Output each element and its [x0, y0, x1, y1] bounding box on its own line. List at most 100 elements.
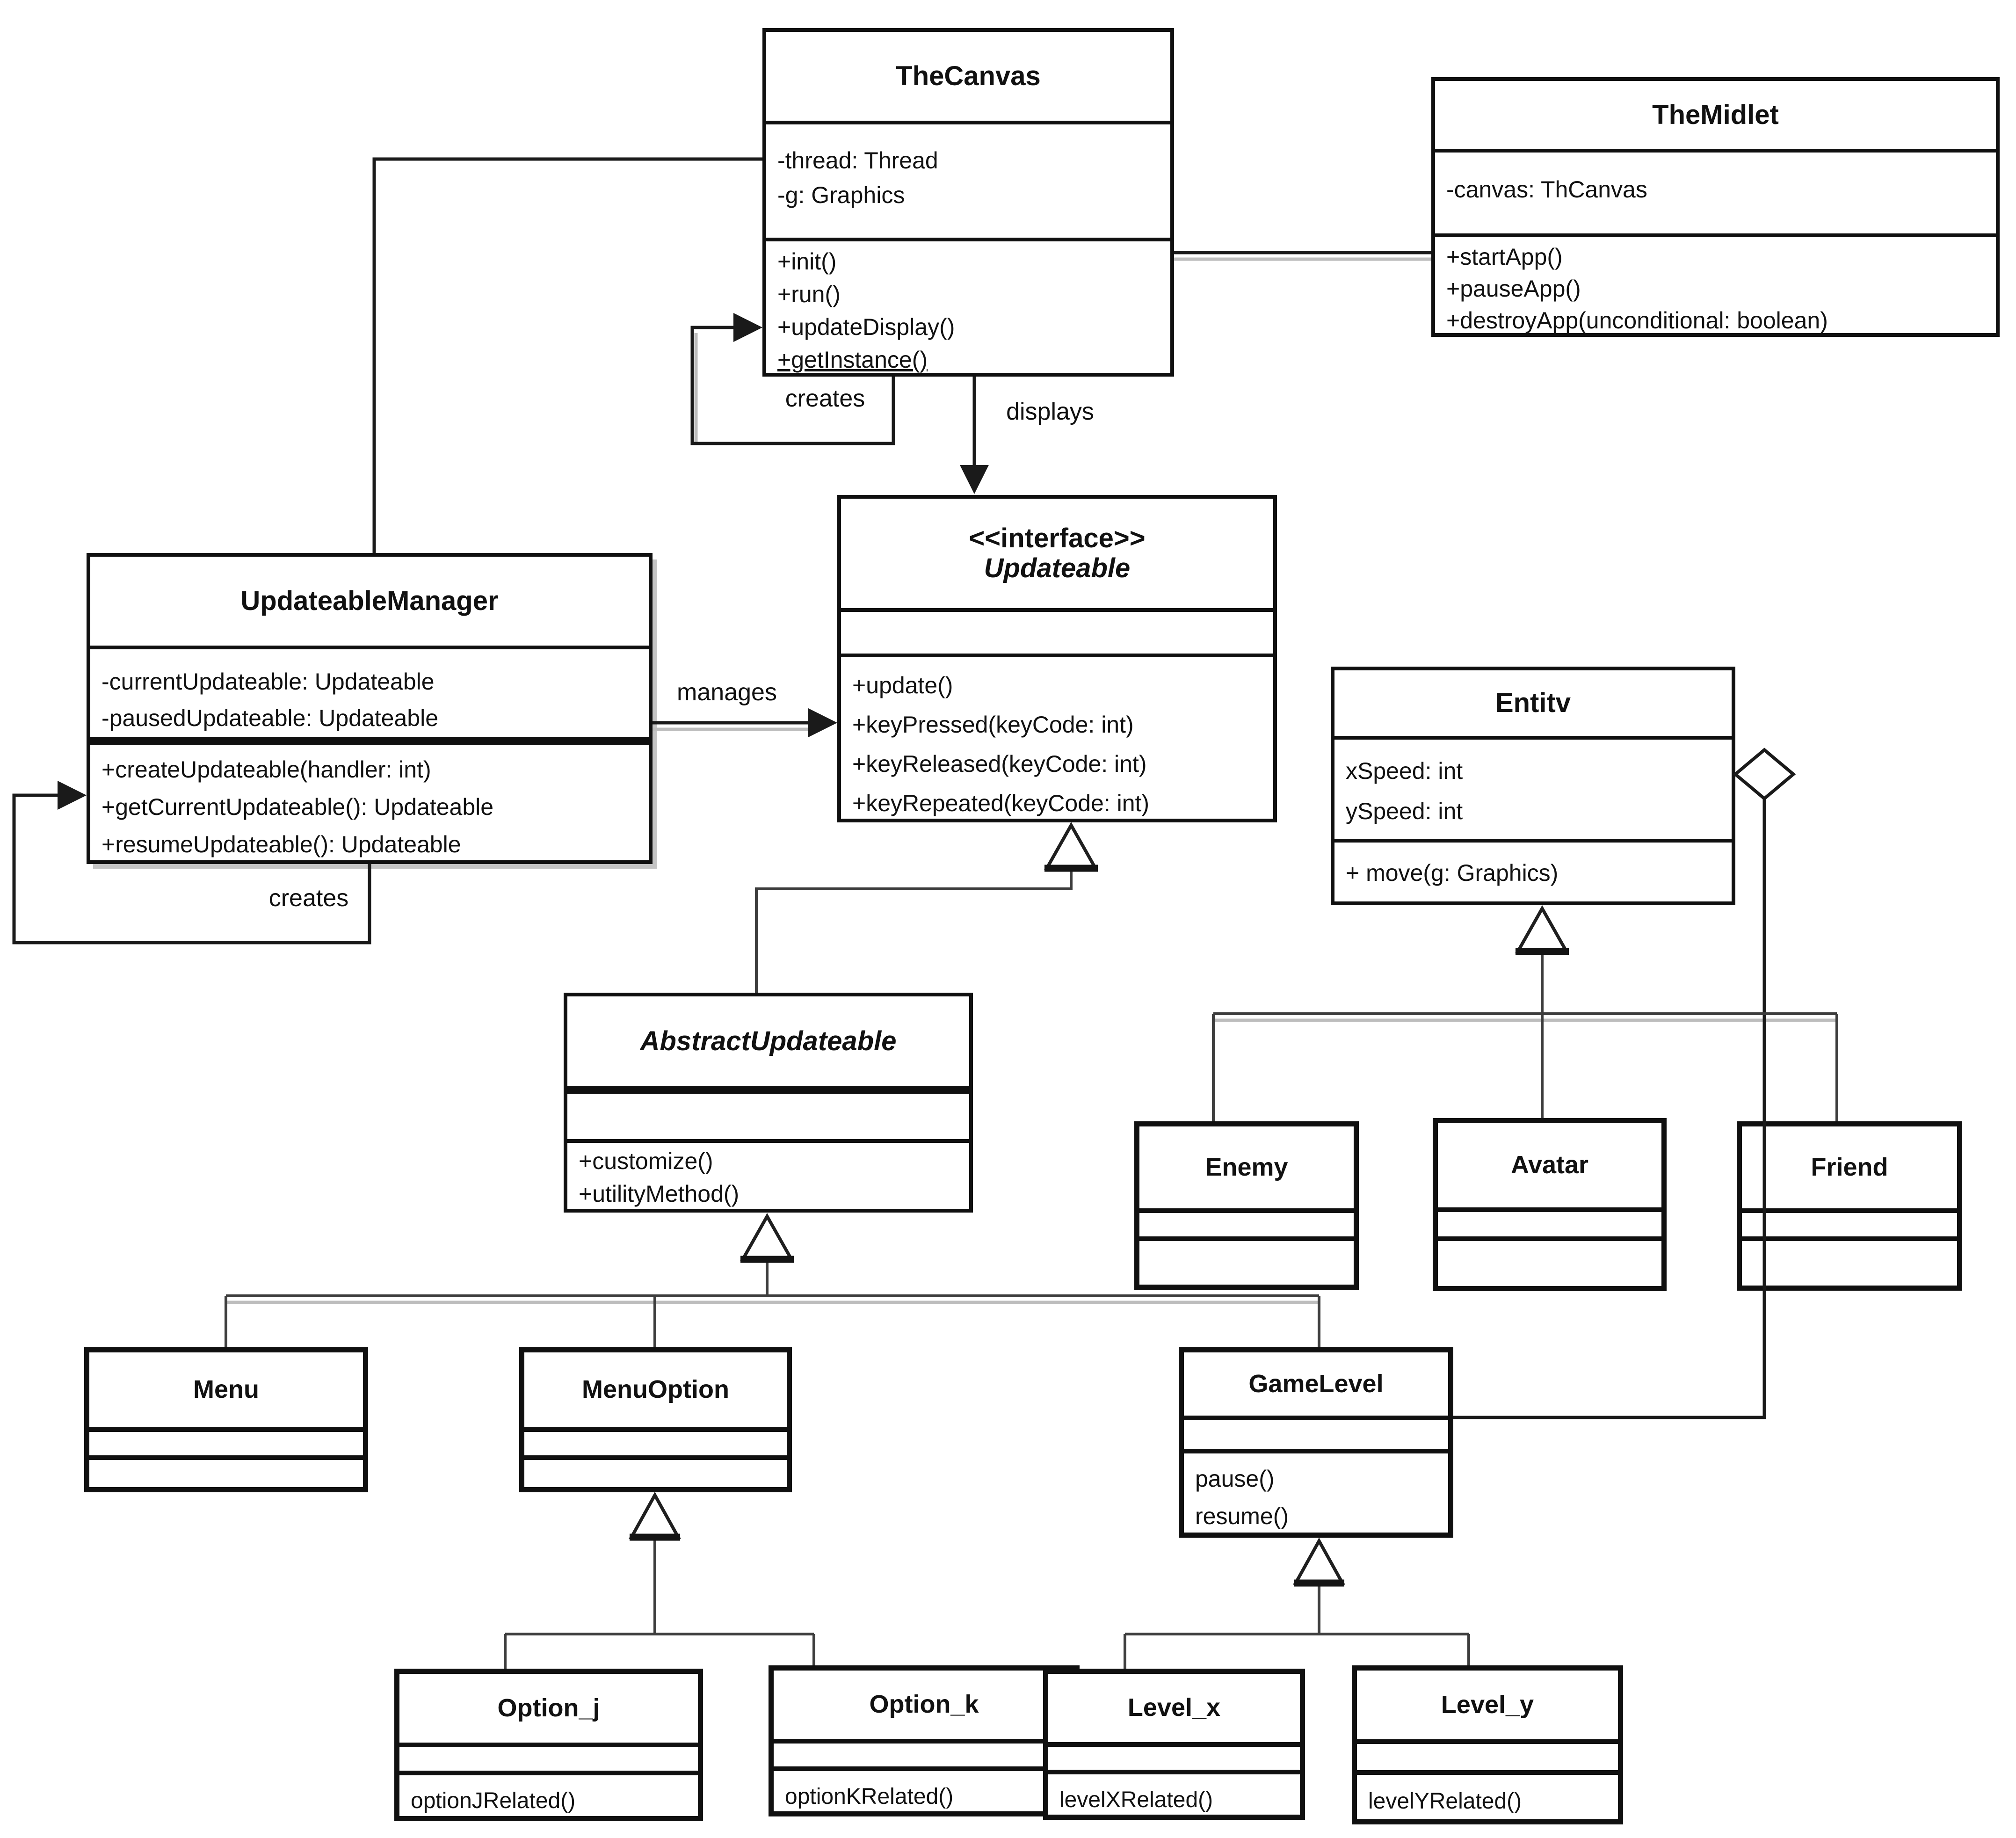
class-name: Updateable [984, 552, 1131, 583]
class-name: Enemy [1205, 1153, 1288, 1181]
class-title: <<interface>>Updateable [841, 499, 1273, 608]
class-theMidlet: TheMidlet-canvas: ThCanvas+startApp()+pa… [1431, 77, 2000, 337]
method-row: +getCurrentUpdateable(): Updateable [102, 794, 494, 821]
class-methods: +createUpdateable(handler: int) +getCurre… [90, 737, 649, 860]
class-attributes [567, 1086, 969, 1139]
method-row: levelYRelated() [1368, 1789, 1522, 1814]
stereotype-label: <<interface>> [969, 523, 1146, 553]
class-methods: optionJRelated() [399, 1771, 698, 1816]
method-row: +update() [852, 672, 953, 699]
edge-gamelevel-children [1124, 1583, 1470, 1669]
arrowhead-canvas-creates [733, 313, 762, 342]
class-title: TheMidlet [1435, 81, 1996, 149]
method-row: +startApp() [1446, 243, 1563, 270]
class-enemy: Enemy [1134, 1121, 1359, 1290]
triangle-gamelevel [1293, 1537, 1345, 1585]
class-title: Friend [1742, 1126, 1957, 1208]
class-attributes [1139, 1208, 1354, 1236]
class-attributes: -thread: Thread -g: Graphics [766, 121, 1170, 238]
class-attributes [774, 1738, 1074, 1767]
class-methods: +init()+run()+updateDisplay()+getInstanc… [766, 237, 1170, 373]
class-title: TheCanvas [766, 32, 1170, 121]
class-title: Menu [89, 1352, 363, 1427]
class-avatar: Avatar [1433, 1118, 1667, 1291]
class-name: AbstractUpdateable [640, 1025, 897, 1056]
class-methods: optionKRelated() [774, 1766, 1074, 1811]
class-theCanvas: TheCanvas -thread: Thread -g: Graphics +ini… [762, 28, 1174, 377]
edge-canvas-manager [372, 157, 762, 553]
method-row: + move(g: Graphics) [1346, 860, 1559, 886]
class-entity: Entitv xSpeed: int ySpeed: int + move(g: Gr… [1331, 667, 1735, 905]
class-attributes [1184, 1416, 1448, 1449]
method-row: +resumeUpdateable(): Updateable [102, 831, 461, 858]
class-updateableManager: UpdateableManager -currentUpdateable: Upd… [87, 553, 653, 864]
class-attributes [399, 1743, 698, 1771]
edge-label-manager-creates: creates [268, 885, 349, 912]
edge-abstract-updateable [755, 868, 1073, 993]
method-row: +keyRepeated(keyCode: int) [852, 790, 1150, 817]
class-attributes [1357, 1739, 1618, 1770]
attribute-row: -canvas: ThCanvas [1446, 176, 1647, 203]
class-title: Level_y [1357, 1671, 1618, 1739]
class-level_y: Level_y levelYRelated() [1352, 1665, 1623, 1824]
edge-menuoption-children [504, 1537, 815, 1669]
triangle-entity [1515, 905, 1569, 953]
class-methods [1742, 1236, 1957, 1286]
class-title: AbstractUpdateable [567, 996, 969, 1086]
class-methods: levelYRelated() [1357, 1770, 1618, 1819]
class-methods [1139, 1236, 1354, 1285]
method-row: +createUpdateable(handler: int) [102, 756, 431, 783]
method-row: +init() [777, 248, 837, 275]
class-attributes: -currentUpdateable: Updateable-pausedUpd… [90, 646, 649, 737]
class-name: Option_j [497, 1693, 600, 1722]
class-attributes [1048, 1742, 1300, 1770]
class-attributes: xSpeed: int ySpeed: int [1334, 736, 1732, 839]
class-methods [1438, 1236, 1661, 1286]
attribute-row: ySpeed: int [1346, 798, 1463, 824]
class-name: Entitv [1495, 688, 1571, 719]
method-row: resume() [1195, 1503, 1289, 1530]
class-title: Level_x [1048, 1674, 1300, 1742]
method-row: +destroyApp(unconditional: boolean) [1446, 307, 1828, 333]
class-methods: + move(g: Graphics) [1334, 839, 1732, 901]
class-menuOption: MenuOption [519, 1347, 792, 1492]
class-name: UpdateableManager [240, 586, 499, 617]
class-name: Friend [1811, 1153, 1888, 1181]
triangle-abstract-updateable [740, 1213, 794, 1261]
class-name: Avatar [1510, 1151, 1589, 1179]
method-row: +keyReleased(keyCode: int) [852, 751, 1147, 777]
triangle-menuoption [629, 1491, 681, 1539]
method-row: +getInstance() [777, 346, 928, 373]
attribute-row: -pausedUpdateable: Updateable [102, 705, 438, 732]
class-attributes [89, 1427, 363, 1455]
class-name: Option_k [869, 1690, 979, 1719]
class-title: Option_k [774, 1671, 1074, 1739]
method-row: levelXRelated() [1059, 1787, 1213, 1813]
class-title: Option_j [399, 1674, 698, 1743]
class-level_x: Level_x levelXRelated() [1043, 1669, 1305, 1820]
class-name: TheCanvas [896, 61, 1041, 92]
class-title: GameLevel [1184, 1352, 1448, 1416]
class-menu: Menu [84, 1347, 368, 1492]
class-updateable: <<interface>>Updateable +update() +keyPres… [837, 495, 1277, 822]
class-name: Level_x [1127, 1693, 1221, 1722]
attribute-row: xSpeed: int [1346, 758, 1463, 784]
class-methods [524, 1455, 787, 1487]
class-name: Menu [193, 1375, 259, 1404]
class-name: GameLevel [1248, 1369, 1384, 1398]
arrowhead-manager-creates [58, 781, 87, 810]
class-title: MenuOption [524, 1352, 787, 1427]
class-attributes [841, 608, 1273, 654]
class-abstractUpdateable: AbstractUpdateable+customize()+utilityMe… [564, 993, 973, 1213]
edge-label-canvas-creates: creates [785, 385, 865, 412]
edge-label-canvas-displays: displays [1006, 398, 1094, 425]
attribute-row: -thread: Thread [777, 147, 938, 174]
class-title: UpdateableManager [90, 557, 649, 646]
attribute-row: -g: Graphics [777, 182, 905, 209]
class-name: TheMidlet [1652, 99, 1779, 130]
edge-entity-children [1212, 952, 1838, 1121]
class-name: Level_y [1441, 1690, 1534, 1719]
class-attributes [1438, 1207, 1661, 1236]
method-row: +keyPressed(keyCode: int) [852, 712, 1134, 738]
